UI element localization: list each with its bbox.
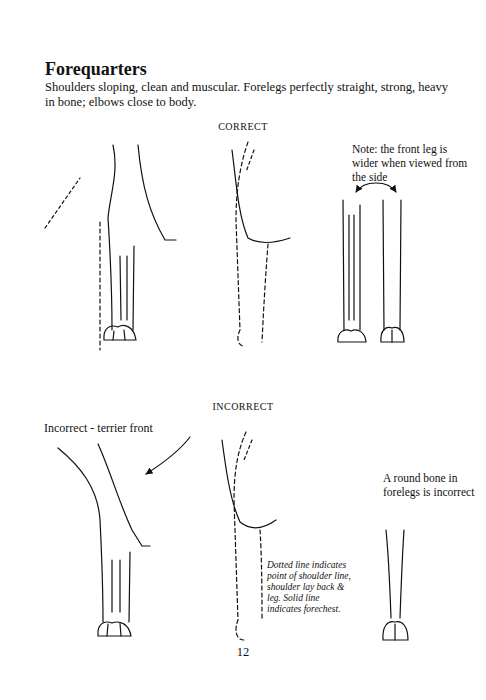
- text-label: Shoulders sloping, clean and muscular. F…: [45, 80, 455, 110]
- incorrect-round-bone: [383, 530, 408, 640]
- page-title: Forequarters: [45, 59, 147, 81]
- text-label: 12: [223, 645, 263, 660]
- text-label: A round bone in forelegs is incorrect: [383, 472, 475, 500]
- correct-leg-width: [338, 183, 404, 342]
- incorrect-terrier-front: [58, 437, 190, 636]
- correct-shoulder-view: [232, 142, 290, 346]
- correct-side-view: [45, 145, 176, 350]
- text-label: CORRECT: [193, 121, 293, 133]
- text-label: INCORRECT: [193, 401, 293, 413]
- text-label: Dotted line indicates point of shoulder …: [267, 560, 355, 615]
- text-label: Note: the front leg is wider when viewed…: [352, 143, 470, 184]
- text-label: Incorrect - terrier front: [44, 421, 214, 435]
